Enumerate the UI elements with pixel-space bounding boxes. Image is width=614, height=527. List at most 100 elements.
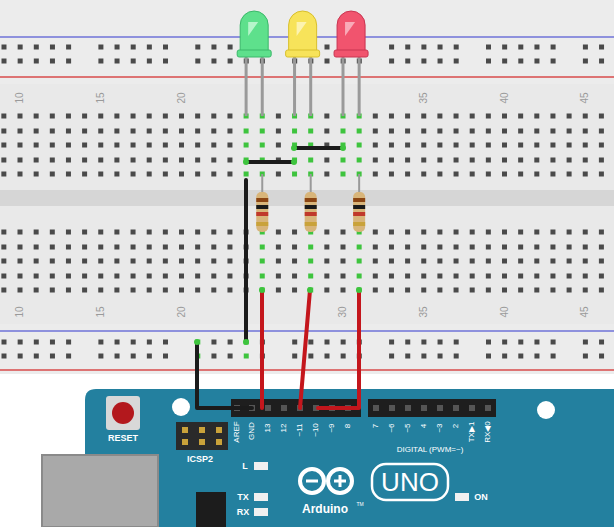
hole [437,158,442,163]
hole [502,230,507,235]
rail-hole [2,354,7,359]
rail-hole [502,45,507,50]
board-label: DIGITAL (PWM=~) [397,446,464,454]
hole [599,158,604,163]
rail-hole [518,340,523,345]
hole [147,230,152,235]
rail-hole [34,354,39,359]
led-flange [334,50,368,57]
rail-hole [454,340,459,345]
hole [599,274,604,279]
hole [211,259,216,264]
ground-jumper [246,160,294,164]
hole [470,245,475,250]
hole [131,114,136,119]
hole [114,274,119,279]
hole [567,274,572,279]
hole [82,129,87,134]
rail-hole [551,45,556,50]
hole [454,259,459,264]
resistor-band [353,205,365,209]
rail-hole [18,340,23,345]
rail-hole [98,45,103,50]
hole [583,143,588,148]
pin-label: TX▶1 [468,422,476,443]
hole [195,129,200,134]
rail-hole [147,340,152,345]
hole [341,172,346,177]
hole [98,230,103,235]
hole [131,158,136,163]
hole [470,230,475,235]
rail-hole [66,59,71,64]
hole [227,114,232,119]
signal-wire [300,290,310,408]
hole [486,230,491,235]
pin-label: ~5 [404,423,412,432]
rail-hole [599,45,604,50]
rail-hole [599,59,604,64]
hole [534,259,539,264]
hole [486,245,491,250]
signal-wire [260,290,264,408]
rail-hole [518,354,523,359]
rail-hole [438,59,443,64]
resistor-symbol [305,192,317,232]
ground-wire [197,342,252,408]
rail-hole [405,354,410,359]
hole [324,230,329,235]
hole [421,274,426,279]
hole [211,114,216,119]
resistor-band [305,205,317,209]
hole [486,172,491,177]
rail-hole [518,45,523,50]
hole [66,274,71,279]
hole [518,158,523,163]
rail-hole [486,354,491,359]
hole [276,259,281,264]
rail-hole [551,59,556,64]
hole [227,143,232,148]
hole [147,158,152,163]
rail-hole [228,59,233,64]
header-pin [437,405,443,411]
hole [405,143,410,148]
hole [147,129,152,134]
hole [179,143,184,148]
hole [131,172,136,177]
hole [98,114,103,119]
hole [163,158,168,163]
resistor-band [305,222,317,226]
hole [324,274,329,279]
hole [389,288,394,293]
hole [98,274,103,279]
hole [34,129,39,134]
rail-hole [389,354,394,359]
resistor-symbol [353,192,365,232]
hole [437,143,442,148]
hole [341,129,346,134]
hole [82,259,87,264]
signal-wire [318,290,359,408]
hole [82,172,87,177]
hole [50,274,55,279]
hole [260,259,265,264]
hole [131,288,136,293]
hole [18,143,23,148]
hole [179,172,184,177]
hole [518,274,523,279]
hole [470,114,475,119]
rail-hole [389,45,394,50]
rail-hole [534,354,539,359]
hole [244,129,249,134]
hole [195,274,200,279]
hole [373,143,378,148]
hole [244,172,249,177]
hole [195,259,200,264]
mounting-hole [172,398,190,416]
mounting-hole [537,401,555,419]
rail-hole [421,45,426,50]
rail-hole [163,45,168,50]
rail-hole [341,340,346,345]
